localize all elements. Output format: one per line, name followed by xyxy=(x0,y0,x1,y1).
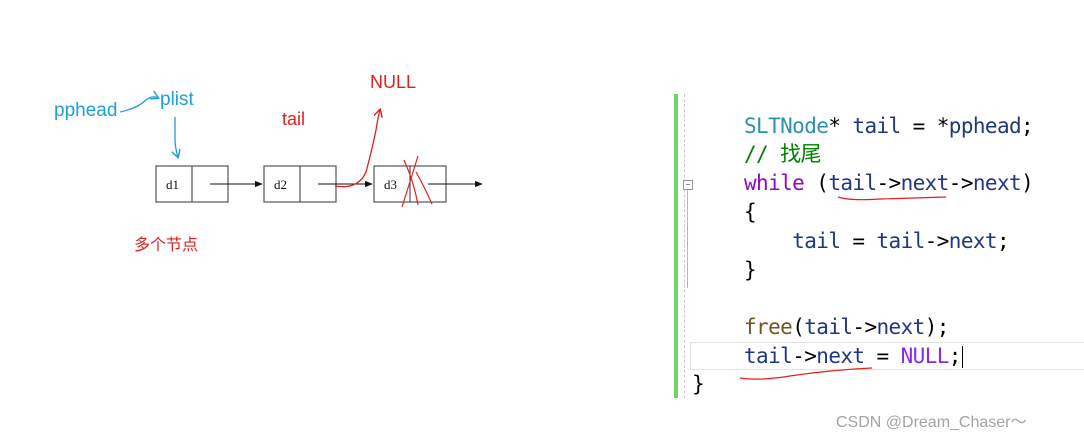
code-token: ( xyxy=(792,315,805,339)
code-token: tail xyxy=(792,229,841,253)
code-line-1: SLTNode* tail = *pphead; xyxy=(744,112,1034,141)
code-token: ) xyxy=(1021,171,1034,195)
code-line-5: tail = tail->next; xyxy=(744,227,1009,256)
code-token: tail xyxy=(804,315,853,339)
code-line-6: } xyxy=(744,256,757,285)
code-token: -> xyxy=(948,171,974,195)
plist-to-d1-arrow xyxy=(175,117,178,157)
code-line-4: { xyxy=(744,198,757,227)
code-token: tail xyxy=(828,171,877,195)
pphead-label: pphead xyxy=(54,100,118,121)
code-token: next xyxy=(816,344,865,368)
code-token: while xyxy=(744,171,805,195)
code-token: next xyxy=(972,171,1022,195)
node-d3-label: d3 xyxy=(384,177,397,192)
node-d2-label: d2 xyxy=(274,177,287,192)
code-token: tail xyxy=(852,114,901,138)
collapse-icon[interactable]: − xyxy=(683,180,693,190)
null-label: NULL xyxy=(370,72,417,92)
code-token: ; xyxy=(996,229,1010,253)
code-token: tail xyxy=(876,229,926,253)
diagram-caption: 多个节点 xyxy=(134,237,199,254)
code-token: SLTNode xyxy=(744,114,829,138)
code-token: } xyxy=(744,258,757,282)
code-token xyxy=(744,229,792,253)
changed-lines-gutter xyxy=(674,94,678,398)
code-token: // 找尾 xyxy=(744,142,822,166)
code-token: ; xyxy=(948,344,962,368)
code-token: = xyxy=(840,229,877,253)
code-token: ( xyxy=(804,171,829,195)
code-line-2: // 找尾 xyxy=(744,140,822,169)
code-token: = xyxy=(864,344,901,368)
code-token: next xyxy=(948,229,998,253)
fold-range-line xyxy=(687,180,688,288)
code-token: = * xyxy=(900,114,950,138)
code-token: pphead xyxy=(948,114,1022,138)
code-line-3: while (tail->next->next) xyxy=(744,169,1034,198)
code-token: next xyxy=(900,171,950,195)
node-d1-label: d1 xyxy=(166,177,179,192)
cross-out-d3-next xyxy=(401,155,433,208)
code-token: tail xyxy=(744,344,793,368)
code-line-8: free(tail->next); xyxy=(744,313,949,342)
code-token: -> xyxy=(924,229,950,253)
plist-label: plist xyxy=(160,89,194,110)
code-token: -> xyxy=(876,171,902,195)
code-closing-brace: } xyxy=(692,372,705,396)
code-editor-panel: − SLTNode* tail = *pphead; // 找尾 while (… xyxy=(674,94,1084,398)
code-token: NULL xyxy=(900,344,950,368)
tail-label: tail xyxy=(282,109,306,129)
node-d3: d3 xyxy=(373,165,447,203)
code-token: ); xyxy=(924,315,950,339)
node-d2: d2 xyxy=(263,165,337,203)
code-line-9: tail->next = NULL; xyxy=(744,342,963,371)
d2-next-to-null-arrow xyxy=(334,110,380,188)
current-line-highlight xyxy=(690,342,1084,370)
code-token: -> xyxy=(792,344,817,368)
csdn-watermark: CSDN @Dream_Chaser～ xyxy=(836,414,1027,431)
indent-guide xyxy=(684,94,685,398)
code-token: ; xyxy=(1021,114,1034,138)
pphead-to-plist-arrow xyxy=(119,97,158,113)
linked-list-diagram: d1 d2 d3 xyxy=(119,0,483,208)
code-token: * xyxy=(828,114,853,138)
text-caret xyxy=(961,346,963,368)
code-token: next xyxy=(876,315,926,339)
code-token: { xyxy=(744,200,757,224)
code-token: free xyxy=(744,315,793,339)
code-token: -> xyxy=(852,315,877,339)
